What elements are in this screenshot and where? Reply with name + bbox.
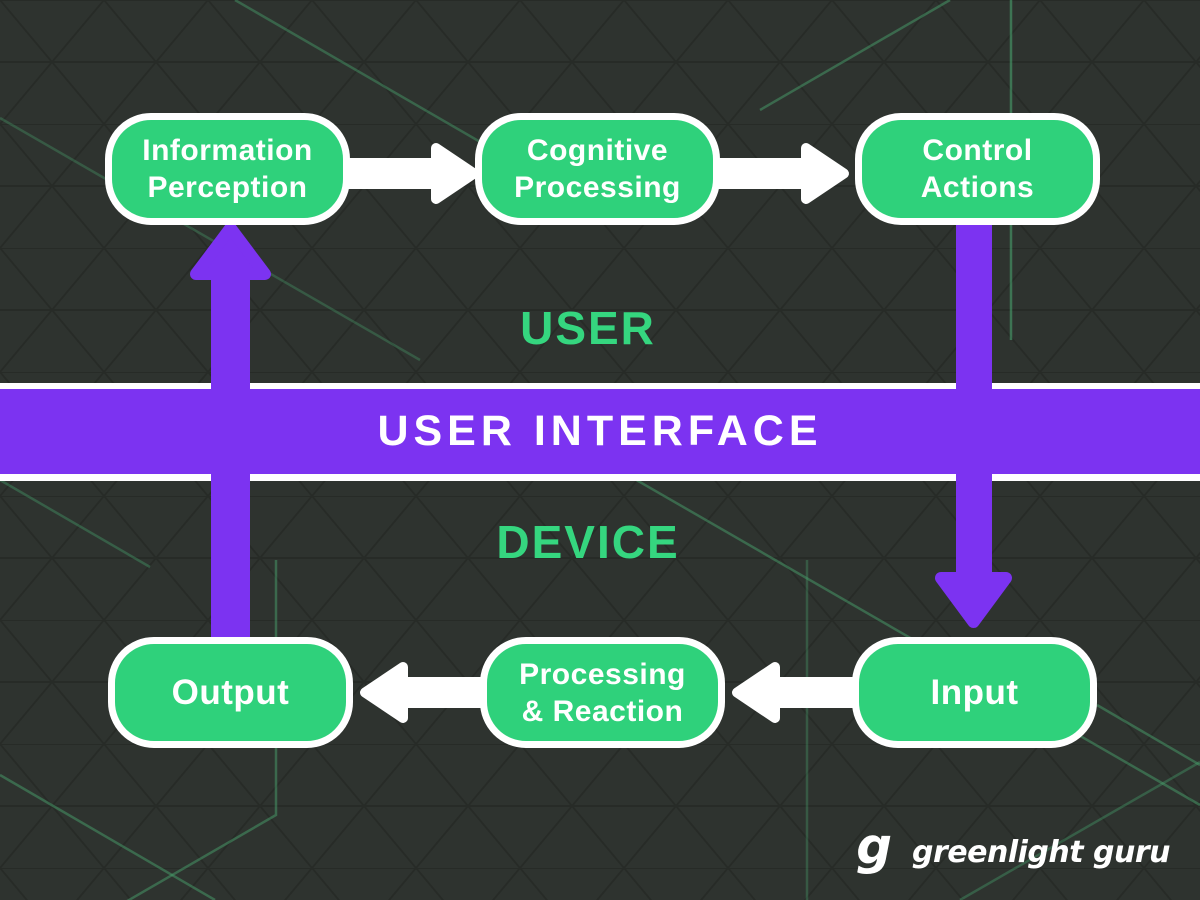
node-processing-reaction: Processing & Reaction — [480, 637, 725, 748]
flow-arrow-left-icon — [732, 662, 856, 723]
node-control-actions: Control Actions — [855, 113, 1100, 225]
user-zone-label: USER — [520, 302, 656, 354]
node-cognitive-processing: Cognitive Processing — [475, 113, 720, 225]
user-interface-band: USER INTERFACE — [0, 389, 1200, 474]
greenlight-guru-logo: g greenlight guru — [856, 817, 1171, 876]
band-top-border — [0, 383, 1200, 389]
node-information-perception: Information Perception — [105, 113, 350, 225]
band-bottom-border — [0, 474, 1200, 481]
flow-arrow-down-icon — [935, 220, 1012, 628]
flow-arrow-right-icon — [348, 143, 479, 204]
device-zone-label: DEVICE — [496, 516, 680, 568]
flow-arrow-left-icon — [360, 662, 486, 723]
node-output: Output — [108, 637, 353, 748]
user-interface-band-label: USER INTERFACE — [377, 407, 823, 455]
flow-arrow-up-icon — [190, 222, 271, 650]
greenlight-guru-g-icon: g — [856, 817, 892, 875]
greenlight-guru-wordmark: greenlight guru — [912, 834, 1171, 870]
node-input: Input — [852, 637, 1097, 748]
flow-arrow-right-icon — [716, 143, 849, 204]
